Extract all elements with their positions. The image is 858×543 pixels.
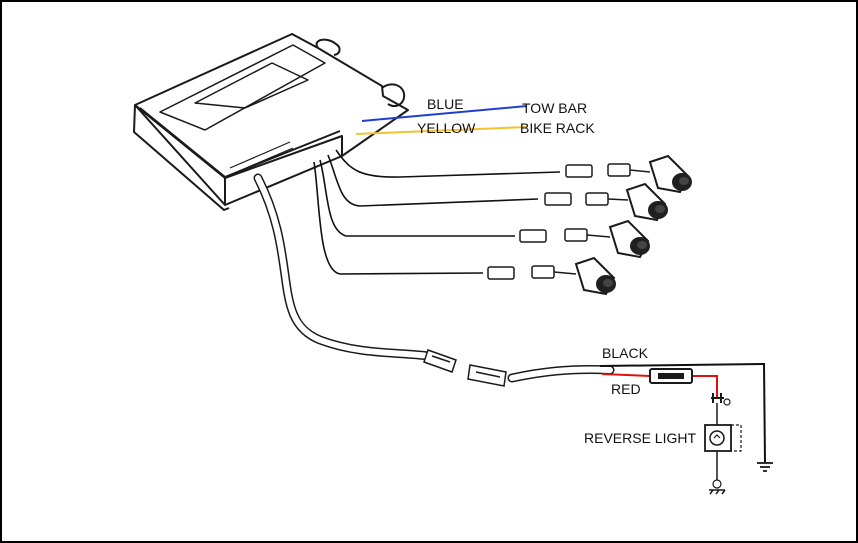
black-wire	[599, 362, 766, 464]
parking-sensor-icon	[648, 154, 692, 194]
reverse-bulb-icon	[704, 424, 742, 489]
yellow-wire	[355, 126, 528, 135]
sensor-1-assembly	[565, 154, 692, 194]
trigger-wires	[355, 105, 528, 135]
reverse-switch-icon	[711, 393, 731, 425]
red-label: RED	[611, 381, 641, 397]
yellow-label: YELLOW	[417, 120, 476, 136]
sensor-3-plug	[519, 228, 611, 243]
ground-symbol-icon	[757, 462, 773, 472]
ground-symbol-icon	[709, 489, 726, 495]
black-label: BLACK	[602, 345, 649, 361]
reverse-light-label: REVERSE LIGHT	[584, 430, 696, 446]
sensor-4-plug	[487, 265, 577, 280]
inline-fuse-icon	[649, 368, 693, 384]
control-unit-box	[133, 33, 409, 211]
parking-sensor-icon	[625, 182, 668, 222]
sensor-4-assembly	[487, 256, 616, 296]
parking-sensor-icon	[608, 219, 650, 259]
sensor-2-assembly	[544, 182, 668, 222]
blue-label: BLUE	[427, 96, 464, 112]
power-cable	[253, 173, 433, 361]
sensor-2-plug	[544, 192, 629, 206]
tow-bar-label: TOW BAR	[522, 100, 587, 116]
power-lead	[507, 364, 615, 383]
red-wire-a	[601, 373, 651, 377]
red-wire-b	[692, 375, 718, 398]
power-wires	[599, 362, 766, 464]
bike-rack-label: BIKE RACK	[520, 120, 595, 136]
blue-wire	[361, 105, 528, 122]
parking-sensor-icon	[574, 256, 616, 296]
power-connector-pair	[423, 349, 507, 387]
sensor-1-plug	[565, 163, 651, 178]
sensor-cables	[313, 149, 561, 275]
sensor-3-assembly	[519, 219, 650, 259]
